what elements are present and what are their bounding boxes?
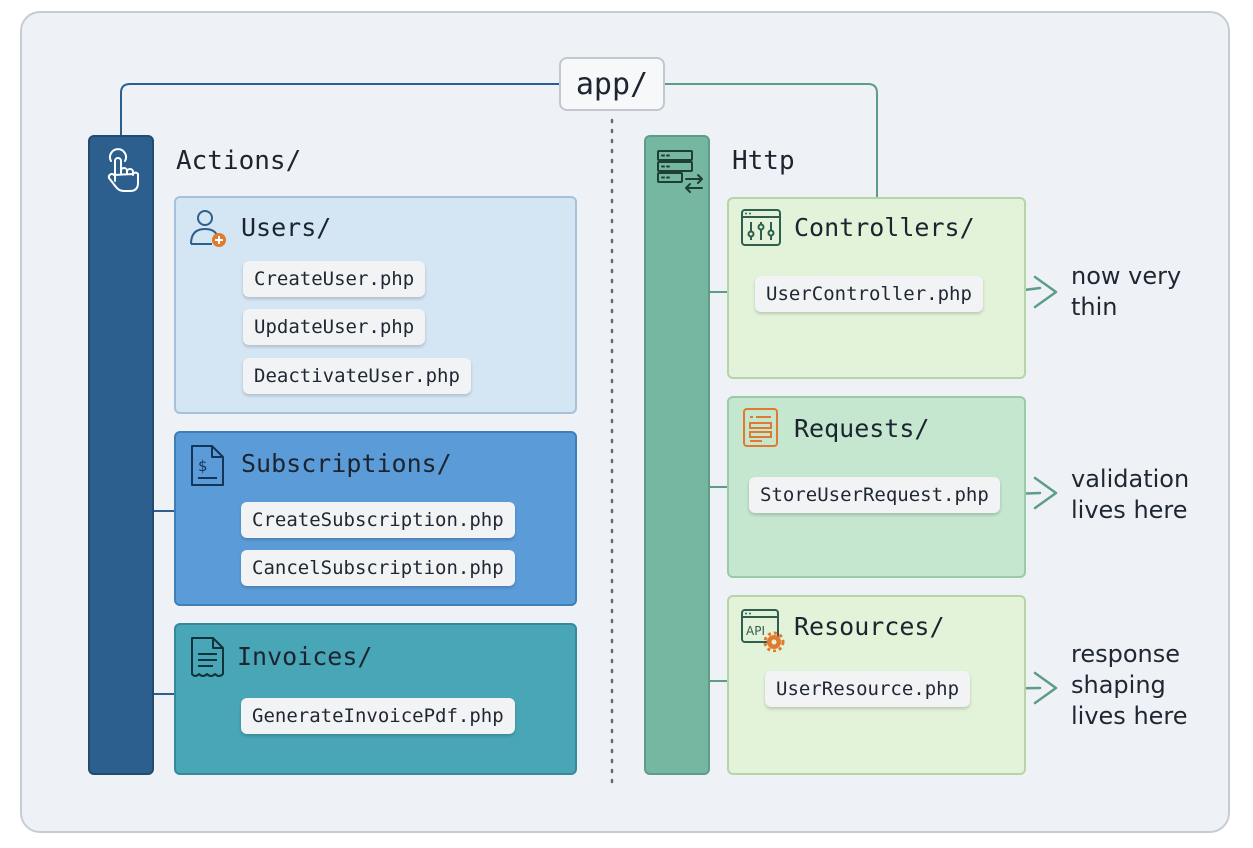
note-line: response bbox=[1071, 640, 1181, 668]
note-line: shaping bbox=[1071, 671, 1166, 699]
note-line: lives here bbox=[1071, 496, 1188, 524]
svg-text:$: $ bbox=[198, 457, 208, 475]
note-line: validation bbox=[1071, 465, 1190, 493]
server-transfer-icon bbox=[657, 150, 703, 193]
requests-note: validation lives here bbox=[1071, 464, 1189, 526]
resources-note: response shaping lives here bbox=[1071, 639, 1188, 732]
http-rail bbox=[644, 135, 710, 775]
file-chip: DeactivateUser.php bbox=[243, 358, 471, 394]
form-list-icon bbox=[743, 408, 778, 447]
note-line: thin bbox=[1071, 293, 1118, 321]
note-line: now very bbox=[1071, 262, 1182, 290]
sliders-window-icon bbox=[741, 209, 781, 246]
note-line: lives here bbox=[1071, 702, 1188, 730]
receipt-icon bbox=[191, 637, 224, 677]
user-add-icon bbox=[190, 210, 226, 247]
users-folder-title: Users/ bbox=[241, 213, 332, 242]
svg-text:API: API bbox=[746, 624, 765, 638]
file-chip: CancelSubscription.php bbox=[241, 550, 515, 586]
file-chip: UserController.php bbox=[755, 276, 983, 312]
actions-heading: Actions/ bbox=[176, 146, 302, 176]
controllers-folder-title: Controllers/ bbox=[794, 213, 975, 242]
requests-folder-title: Requests/ bbox=[794, 414, 930, 443]
file-chip: StoreUserRequest.php bbox=[749, 477, 1000, 513]
controllers-note: now very thin bbox=[1071, 261, 1181, 323]
file-chip: UserResource.php bbox=[765, 671, 971, 707]
subscriptions-folder-title: Subscriptions/ bbox=[241, 449, 452, 478]
resources-folder-title: Resources/ bbox=[794, 612, 945, 641]
invoices-folder-title: Invoices/ bbox=[237, 642, 373, 671]
app-root-folder: app/ bbox=[559, 57, 665, 111]
file-chip: CreateUser.php bbox=[243, 261, 426, 297]
hand-pointer-icon bbox=[107, 148, 139, 192]
api-gear-icon: API bbox=[741, 609, 785, 652]
http-heading: Http bbox=[732, 146, 795, 176]
actions-rail bbox=[88, 135, 154, 775]
file-chip: UpdateUser.php bbox=[243, 309, 426, 345]
file-chip: CreateSubscription.php bbox=[241, 502, 515, 538]
dollar-document-icon: $ bbox=[191, 445, 224, 486]
file-chip: GenerateInvoicePdf.php bbox=[241, 698, 515, 734]
